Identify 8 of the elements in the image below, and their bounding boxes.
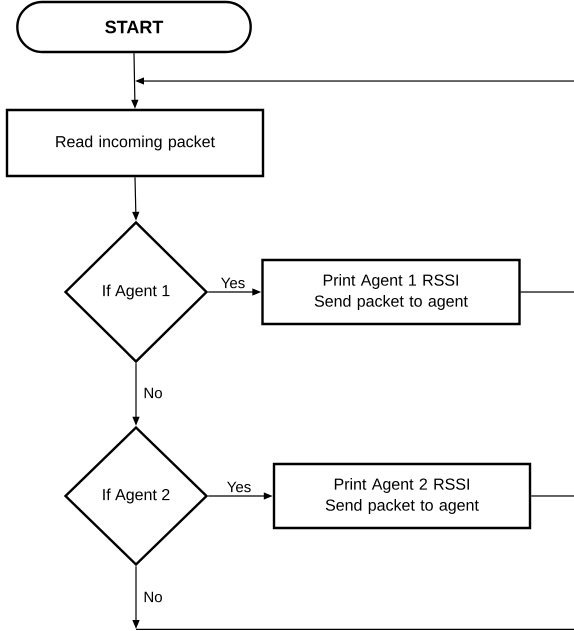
start-terminal: START	[16, 0, 252, 54]
edge-label: No	[142, 386, 164, 400]
process-box: Read incoming packet	[6, 108, 264, 178]
edge-label: Yes	[226, 480, 252, 494]
edge-label: Yes	[220, 276, 246, 290]
edge-label: No	[142, 590, 164, 604]
process-box: Print Agent 1 RSSI Send packet to agent	[261, 258, 521, 326]
process-box: Print Agent 2 RSSI Send packet to agent	[272, 462, 532, 530]
